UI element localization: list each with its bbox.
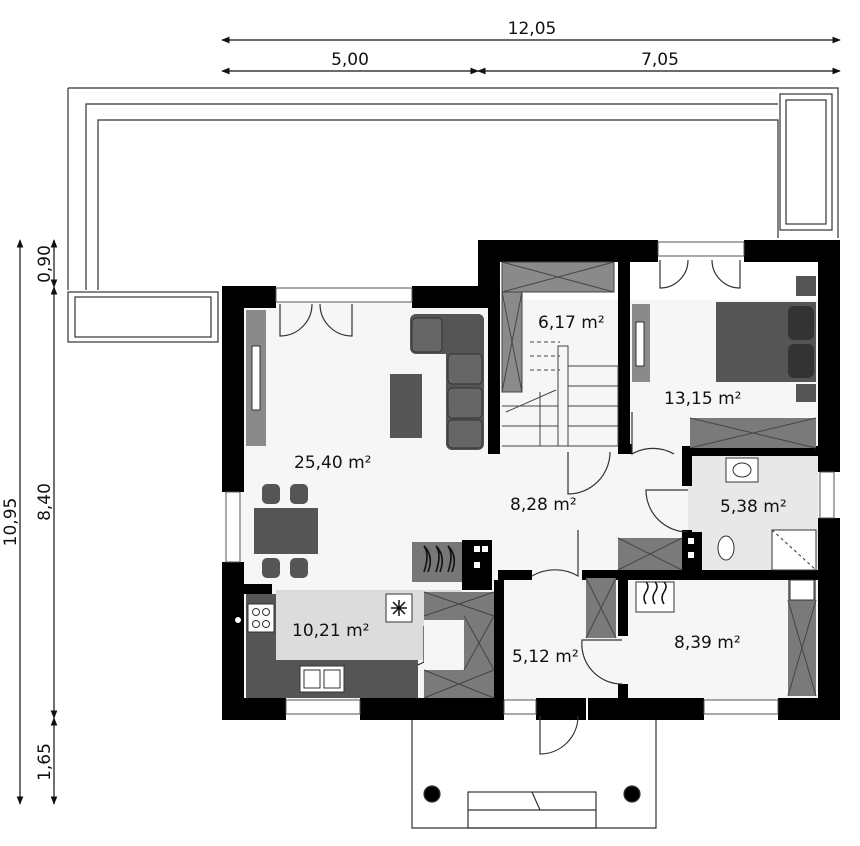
room-area-utility: 8,39 m² <box>674 633 741 653</box>
dimension-lines <box>16 36 841 805</box>
toilet <box>717 535 735 561</box>
flame-icon <box>412 540 492 584</box>
room-area-hall: 8,28 m² <box>510 495 577 515</box>
dim-left-house: 8,40 <box>35 483 55 521</box>
cooktop <box>247 603 275 633</box>
room-area-bathroom: 5,38 m² <box>720 497 787 517</box>
bedroom-furniture <box>632 276 817 449</box>
room-area-vestibule: 5,12 m² <box>512 647 579 667</box>
heat-waves-icon <box>635 581 675 613</box>
dim-top-left: 5,00 <box>331 50 369 70</box>
room-area-kitchen: 10,21 m² <box>292 621 369 641</box>
dim-top-right: 7,05 <box>641 50 679 70</box>
dim-top-total: 12,05 <box>508 19 557 39</box>
dim-left-terrace: 0,90 <box>35 245 55 283</box>
windows <box>225 241 835 715</box>
room-area-storage-stairs: 6,17 m² <box>538 313 605 333</box>
dining-table <box>254 508 318 554</box>
utility-fixtures <box>585 577 817 697</box>
room-area-living: 25,40 m² <box>294 453 371 473</box>
coffee-table <box>390 374 422 438</box>
staircase <box>501 261 619 447</box>
dim-left-porch: 1,65 <box>35 743 55 781</box>
walls <box>222 240 840 720</box>
terrace <box>67 87 839 343</box>
kitchen-furniture <box>235 591 495 699</box>
porch <box>411 720 657 829</box>
snowflake-icon <box>391 600 407 616</box>
living-furniture <box>246 310 484 578</box>
bathroom-fixtures <box>617 457 817 572</box>
dim-left-total: 10,95 <box>1 498 21 547</box>
interior-walls <box>222 240 822 704</box>
room-area-bedroom: 13,15 m² <box>664 389 741 409</box>
washbasin <box>725 457 759 483</box>
